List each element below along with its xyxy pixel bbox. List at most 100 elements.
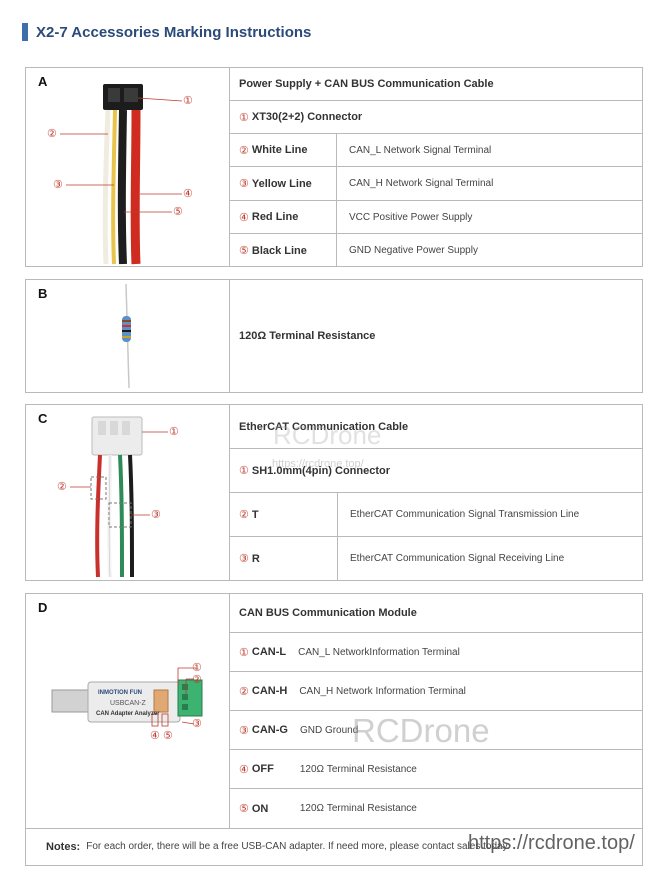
cable-c-picture: C ① ② ③ [26, 405, 230, 580]
watermark-url-small: https://rcdrone.top/ [272, 458, 364, 470]
callout-3: ③ [192, 718, 202, 730]
row-label: ON [251, 802, 269, 815]
row-description: VCC Positive Power Supply [349, 211, 473, 223]
block-a: A ① ② ③ ④ ⑤ Power Supply + CAN BUS Commu… [25, 67, 643, 267]
row-label: CAN-L [251, 646, 287, 658]
row-description: GND Negative Power Supply [349, 245, 478, 256]
watermark-url: https://rcdrone.top/ [468, 832, 635, 854]
callout-5: ⑤ [173, 206, 183, 218]
row-description: CAN_L Network Signal Terminal [349, 144, 492, 156]
callout-3: ③ [53, 179, 63, 191]
row-label: SH1.0mm(4pin) Connector [251, 464, 391, 477]
page-title: X2-7 Accessories Marking Instructions [36, 23, 312, 41]
device-brand: INMOTION FUN [98, 690, 142, 696]
resistor-picture: B [26, 280, 230, 392]
callout-1: ① [169, 426, 179, 438]
row-label: XT30(2+2) Connector [251, 111, 363, 123]
notes-label: Notes: [46, 840, 81, 853]
spec-table-a: Power Supply + CAN BUS Communication Cab… [230, 68, 642, 267]
resistor-image [122, 283, 131, 389]
row-description: CAN_L NetworkInformation Terminal [298, 646, 460, 658]
device-caption: CAN Adapter Analyzer [96, 711, 160, 717]
callout-4: ④ [183, 188, 193, 200]
notes-bar: Notes: For each order, there will be a f… [25, 828, 643, 866]
row-description: 120Ω Terminal Resistance [299, 763, 417, 775]
block-d: D INMOTION FUN USBCAN-Z CAN Adapter Anal… [25, 593, 643, 829]
callout-3: ③ [151, 509, 161, 521]
row-number: ⑤ [239, 803, 249, 815]
row-label: Red Line [251, 211, 299, 223]
table-heading-row: CAN BUS Communication Module [230, 594, 642, 633]
spec-table-b: 120Ω Terminal Resistance [230, 280, 642, 392]
callout-1: ① [183, 95, 193, 107]
table-heading: 120Ω Terminal Resistance [239, 330, 376, 342]
block-b: B 120Ω Terminal Resistance [25, 279, 643, 393]
table-heading-row: EtherCAT Communication Cable [230, 405, 642, 449]
section-title: X2-7 Accessories Marking Instructions [22, 22, 311, 42]
row-number: ④ [239, 211, 249, 224]
table-heading: Power Supply + CAN BUS Communication Cab… [239, 78, 494, 90]
block-letter: A [38, 74, 48, 89]
callout-1: ① [192, 662, 202, 674]
notes-text: For each order, there will be a free USB… [86, 841, 510, 852]
row-number: ④ [239, 763, 249, 776]
usb-can-adapter-image [51, 667, 203, 727]
row-number: ③ [239, 553, 249, 565]
block-letter: C [38, 411, 48, 426]
row-description: EtherCAT Communication Signal Receiving … [350, 553, 565, 564]
row-description: EtherCAT Communication Signal Transmissi… [350, 509, 580, 520]
row-label: Black Line [251, 244, 307, 257]
table-heading: EtherCAT Communication Cable [239, 420, 409, 433]
row-label: T [251, 508, 259, 521]
ethercat-cable-image [70, 416, 168, 578]
table-heading: CAN BUS Communication Module [239, 607, 417, 619]
watermark-brand: RCDrone [352, 712, 490, 749]
row-label: Yellow Line [251, 177, 312, 190]
callout-2: ② [57, 481, 67, 493]
callout-5: ⑤ [163, 730, 173, 742]
usb-can-picture: D INMOTION FUN USBCAN-Z CAN Adapter Anal… [26, 594, 230, 828]
block-letter: D [38, 600, 48, 615]
row-number: ① [239, 465, 249, 477]
callout-4: ④ [150, 730, 160, 742]
cable-a-picture: A ① ② ③ ④ ⑤ [26, 68, 230, 266]
callout-2: ② [192, 674, 202, 686]
block-letter: B [38, 286, 48, 301]
row-number: ② [239, 509, 249, 521]
row-number: ① [239, 646, 249, 659]
row-label: R [251, 552, 260, 565]
row-number: ① [239, 111, 249, 124]
device-model: USBCAN-Z [110, 700, 146, 707]
row-number: ② [239, 685, 249, 698]
row-label: OFF [251, 763, 274, 775]
row-description: CAN_H Network Signal Terminal [349, 178, 494, 189]
watermark-brand-small: RCDrone [273, 420, 382, 450]
table-heading-row: 120Ω Terminal Resistance [230, 280, 642, 392]
xt30-cable-image [60, 84, 183, 265]
row-number: ⑤ [239, 245, 249, 257]
row-label: CAN-G [251, 724, 288, 736]
table-heading-row: Power Supply + CAN BUS Communication Cab… [230, 68, 642, 101]
row-description: 120Ω Terminal Resistance [299, 803, 417, 814]
row-label: CAN-H [251, 685, 288, 697]
row-description: GND Ground [299, 724, 359, 736]
title-accent-bar [22, 23, 28, 41]
row-description: CAN_H Network Information Terminal [299, 685, 466, 697]
row-number: ② [239, 144, 249, 157]
callout-2: ② [47, 128, 57, 140]
